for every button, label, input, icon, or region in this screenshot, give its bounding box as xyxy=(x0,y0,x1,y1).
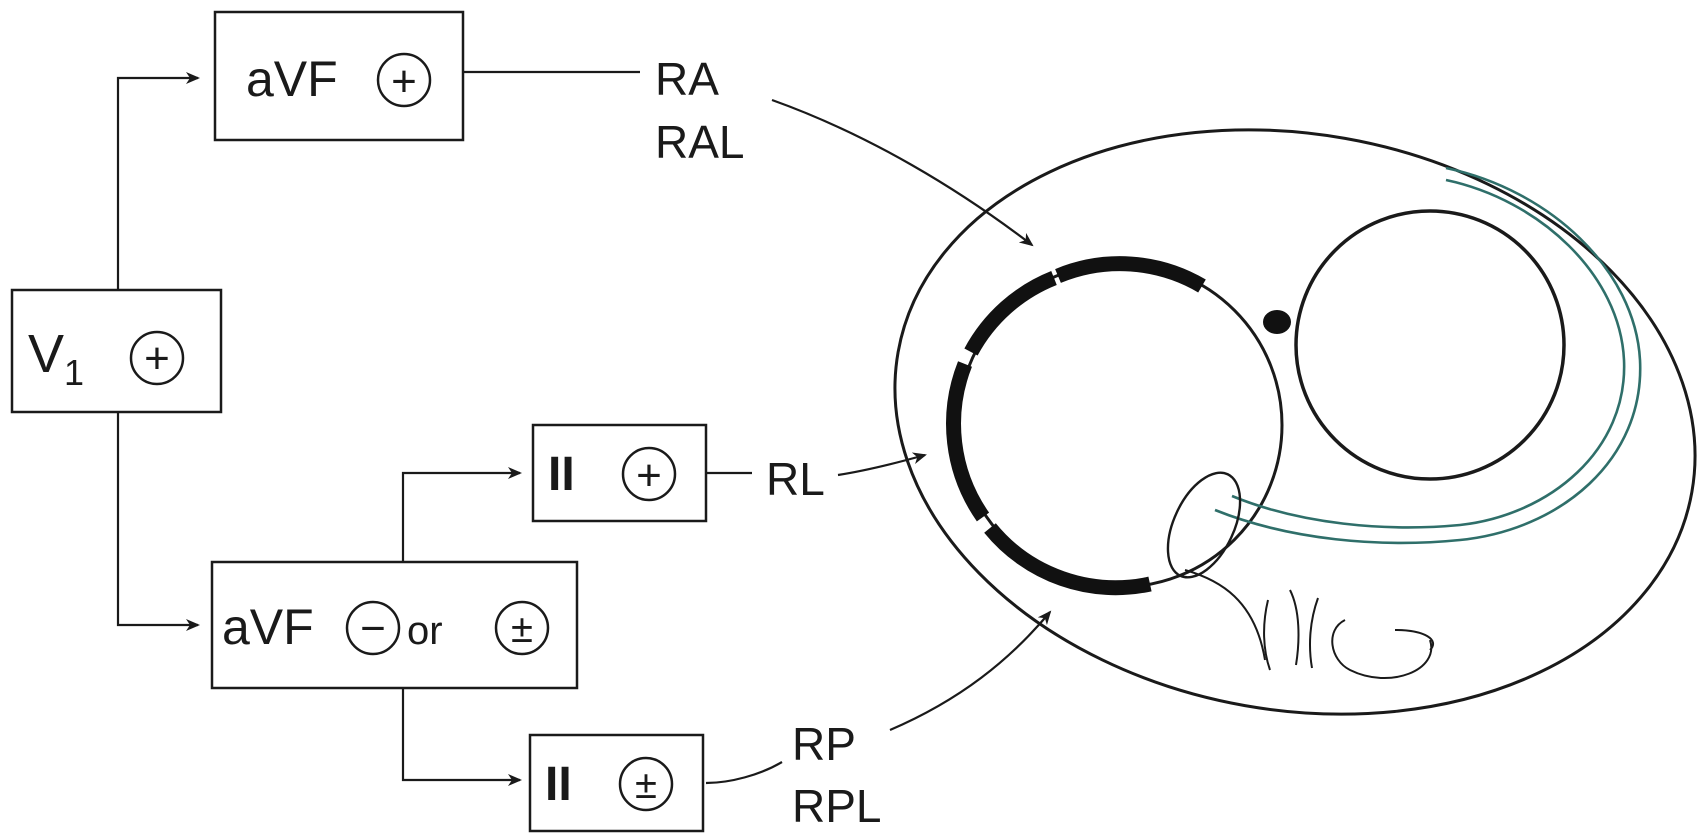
avf-plusminus-sign: ± xyxy=(511,607,533,651)
lead-avf-positive-box: aVF + xyxy=(215,12,463,140)
connector-avf-to-ii-positive xyxy=(403,473,520,562)
ii-plusminus-label: II xyxy=(545,758,572,811)
tricuspid-annulus-thick-segments xyxy=(954,264,1202,588)
location-rpl: RPL xyxy=(792,780,881,832)
location-ral: RAL xyxy=(655,116,744,168)
location-rl: RL xyxy=(766,453,825,505)
avf-negative-sign: − xyxy=(360,604,386,653)
v1-label: V xyxy=(28,324,64,384)
heart-outline xyxy=(848,68,1704,775)
coronary-sinus-outer xyxy=(1215,168,1640,543)
location-rp: RP xyxy=(792,718,856,770)
v1-sign: + xyxy=(144,334,170,383)
avf-positive-label: aVF xyxy=(246,51,338,107)
avf-positive-sign: + xyxy=(391,57,417,106)
v1-subscript: 1 xyxy=(64,352,84,393)
connector-v1-to-avf-positive xyxy=(118,78,198,290)
lead-avf-negative-box: aVF − or ± xyxy=(212,562,577,688)
avf-or-text: or xyxy=(407,609,443,653)
arrow-ra-to-annulus xyxy=(772,100,1032,245)
avf-negative-label: aVF xyxy=(222,599,314,655)
connector-v1-to-avf-negative xyxy=(118,412,198,625)
ii-positive-sign: + xyxy=(636,451,662,500)
heart-cross-section xyxy=(848,68,1704,775)
arrow-rp-to-annulus xyxy=(890,612,1050,730)
lead-ii-positive-box: II + xyxy=(533,425,706,521)
lead-ii-plusminus-box: II ± xyxy=(530,735,703,831)
coronary-sinus-os xyxy=(1153,462,1255,589)
mitral-annulus xyxy=(1296,211,1564,479)
his-bundle-dot xyxy=(1263,310,1291,334)
connector-ii-to-rp xyxy=(706,762,782,783)
ii-positive-label: II xyxy=(548,448,575,501)
lead-v1-positive-box: V 1 + xyxy=(12,290,221,412)
valve-sketches xyxy=(1185,570,1433,678)
ii-plusminus-sign: ± xyxy=(635,763,657,807)
location-ra: RA xyxy=(655,53,719,105)
connector-avf-to-ii-plusminus xyxy=(403,688,520,780)
